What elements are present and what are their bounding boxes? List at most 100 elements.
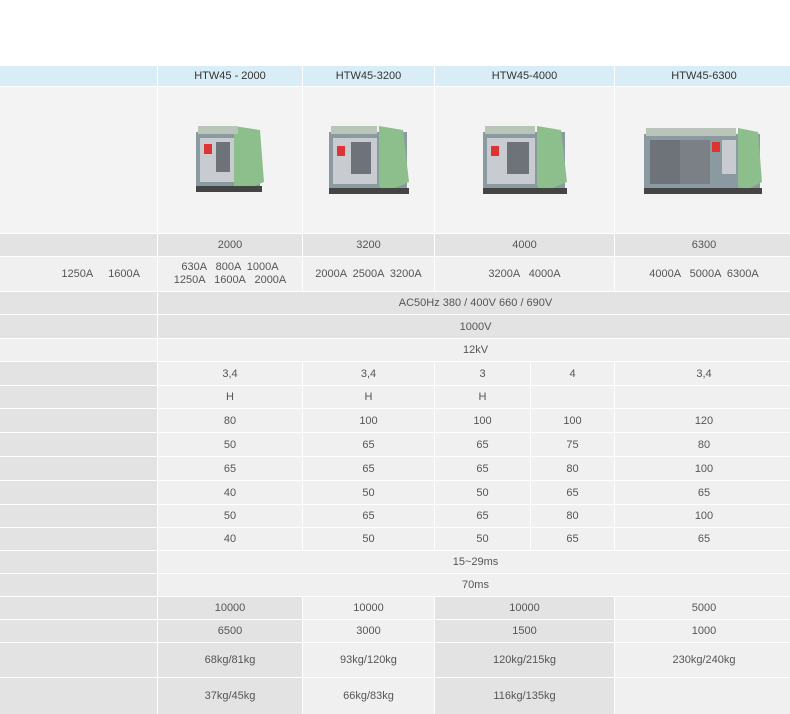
mechanical-life-cell: 5000 xyxy=(615,597,790,619)
rated-current-line: 630A 800A 1000A xyxy=(181,261,279,273)
type-cell: H xyxy=(158,386,302,408)
rating-cell: 65 xyxy=(303,457,434,480)
poles-cell: 3 xyxy=(435,362,530,385)
rated-current-cell: 630A 800A 1000A 1250A 1600A 2000A xyxy=(158,257,302,291)
model-header: HTW45-3200 xyxy=(303,66,434,86)
row-label-cell xyxy=(0,597,157,619)
poles-cell: 3,4 xyxy=(303,362,434,385)
electrical-life-cell: 1500 xyxy=(435,620,614,642)
rating-cell: 100 xyxy=(615,457,790,480)
weight-cell: 116kg/135kg xyxy=(435,678,614,714)
model-header: HTW45-6300 xyxy=(615,66,790,86)
poles-cell: 3,4 xyxy=(615,362,790,385)
impulse-voltage-cell: 12kV xyxy=(158,339,790,361)
breaker-image xyxy=(328,126,409,194)
rating-cell: 65 xyxy=(615,481,790,504)
row-label-cell xyxy=(0,362,157,385)
rating-cell: 40 xyxy=(158,528,302,550)
type-cell xyxy=(615,386,790,408)
row-label-cell xyxy=(0,620,157,642)
breaker-image xyxy=(196,126,264,192)
frame-current-cell: 6300 xyxy=(615,234,790,256)
rating-cell: 50 xyxy=(158,433,302,456)
rating-cell: 65 xyxy=(435,457,530,480)
break-time-cell: 15~29ms xyxy=(158,551,790,573)
weight-cell: 37kg/45kg xyxy=(158,678,302,714)
rating-cell: 65 xyxy=(435,505,530,527)
rating-cell: 80 xyxy=(531,457,614,480)
product-image-cell xyxy=(303,87,434,233)
rating-cell: 65 xyxy=(531,481,614,504)
type-cell: H xyxy=(435,386,530,408)
row-label-cell xyxy=(0,574,157,596)
mechanical-life-cell: 10000 xyxy=(435,597,614,619)
product-image-cell xyxy=(435,87,614,233)
rating-cell: 50 xyxy=(303,481,434,504)
weight-cell: 66kg/83kg xyxy=(303,678,434,714)
weight-cell: 120kg/215kg xyxy=(435,643,614,677)
electrical-life-cell: 3000 xyxy=(303,620,434,642)
rating-cell: 120 xyxy=(615,409,790,432)
row-label-cell xyxy=(0,433,157,456)
rating-cell: 65 xyxy=(531,528,614,550)
rating-cell: 80 xyxy=(158,409,302,432)
rating-cell: 100 xyxy=(531,409,614,432)
voltage-cell: AC50Hz 380 / 400V 660 / 690V xyxy=(158,292,790,314)
rating-cell: 50 xyxy=(435,528,530,550)
rating-cell: 65 xyxy=(303,505,434,527)
row-label-cell xyxy=(0,551,157,573)
header-label-cell xyxy=(0,66,157,86)
rated-current-cell: 3200A 4000A xyxy=(435,257,614,291)
breaker-image xyxy=(644,128,762,194)
electrical-life-cell: 1000 xyxy=(615,620,790,642)
row-label-cell xyxy=(0,643,157,677)
rated-current-value: 1250A xyxy=(61,268,94,280)
rating-cell: 65 xyxy=(615,528,790,550)
row-label-cell xyxy=(0,386,157,408)
row-label-cell xyxy=(0,409,157,432)
rating-cell: 65 xyxy=(303,433,434,456)
mechanical-life-cell: 10000 xyxy=(158,597,302,619)
rated-current-cell: 2000A 2500A 3200A xyxy=(303,257,434,291)
frame-current-cell: 4000 xyxy=(435,234,614,256)
rating-cell: 100 xyxy=(435,409,530,432)
row-label-cell xyxy=(0,234,157,256)
rating-cell: 65 xyxy=(435,433,530,456)
rating-cell: 50 xyxy=(158,505,302,527)
weight-cell: 68kg/81kg xyxy=(158,643,302,677)
spec-table: HTW45 - 2000 HTW45-3200 HTW45-4000 HTW45… xyxy=(0,66,790,714)
rating-cell: 40 xyxy=(158,481,302,504)
weight-cell: 230kg/240kg xyxy=(615,643,790,677)
electrical-life-cell: 6500 xyxy=(158,620,302,642)
row-label-cell xyxy=(0,528,157,550)
rating-cell: 80 xyxy=(615,433,790,456)
row-label-cell xyxy=(0,292,157,314)
mechanical-life-cell: 10000 xyxy=(303,597,434,619)
image-label-cell xyxy=(0,87,157,233)
breaker-image xyxy=(482,126,567,194)
poles-cell: 3,4 xyxy=(158,362,302,385)
rating-cell: 80 xyxy=(531,505,614,527)
rated-current-line: 1250A 1600A 2000A xyxy=(173,274,287,286)
rated-current-value: 1600A xyxy=(108,268,140,280)
row-label-cell xyxy=(0,481,157,504)
rating-cell: 100 xyxy=(615,505,790,527)
model-header: HTW45 - 2000 xyxy=(158,66,302,86)
rating-cell: 50 xyxy=(303,528,434,550)
row-label-cell xyxy=(0,505,157,527)
frame-current-cell: 3200 xyxy=(303,234,434,256)
product-image-cell xyxy=(615,87,790,233)
product-image-cell xyxy=(158,87,302,233)
rating-cell: 65 xyxy=(158,457,302,480)
rating-cell: 50 xyxy=(435,481,530,504)
row-label-cell xyxy=(0,315,157,338)
frame-current-cell: 2000 xyxy=(158,234,302,256)
rated-current-label-cell: 1250A 1600A xyxy=(0,257,157,291)
poles-cell: 4 xyxy=(531,362,614,385)
row-label-cell xyxy=(0,339,157,361)
weight-cell: 93kg/120kg xyxy=(303,643,434,677)
model-header: HTW45-4000 xyxy=(435,66,614,86)
row-label-cell xyxy=(0,678,157,714)
type-cell: H xyxy=(303,386,434,408)
close-time-cell: 70ms xyxy=(158,574,790,596)
